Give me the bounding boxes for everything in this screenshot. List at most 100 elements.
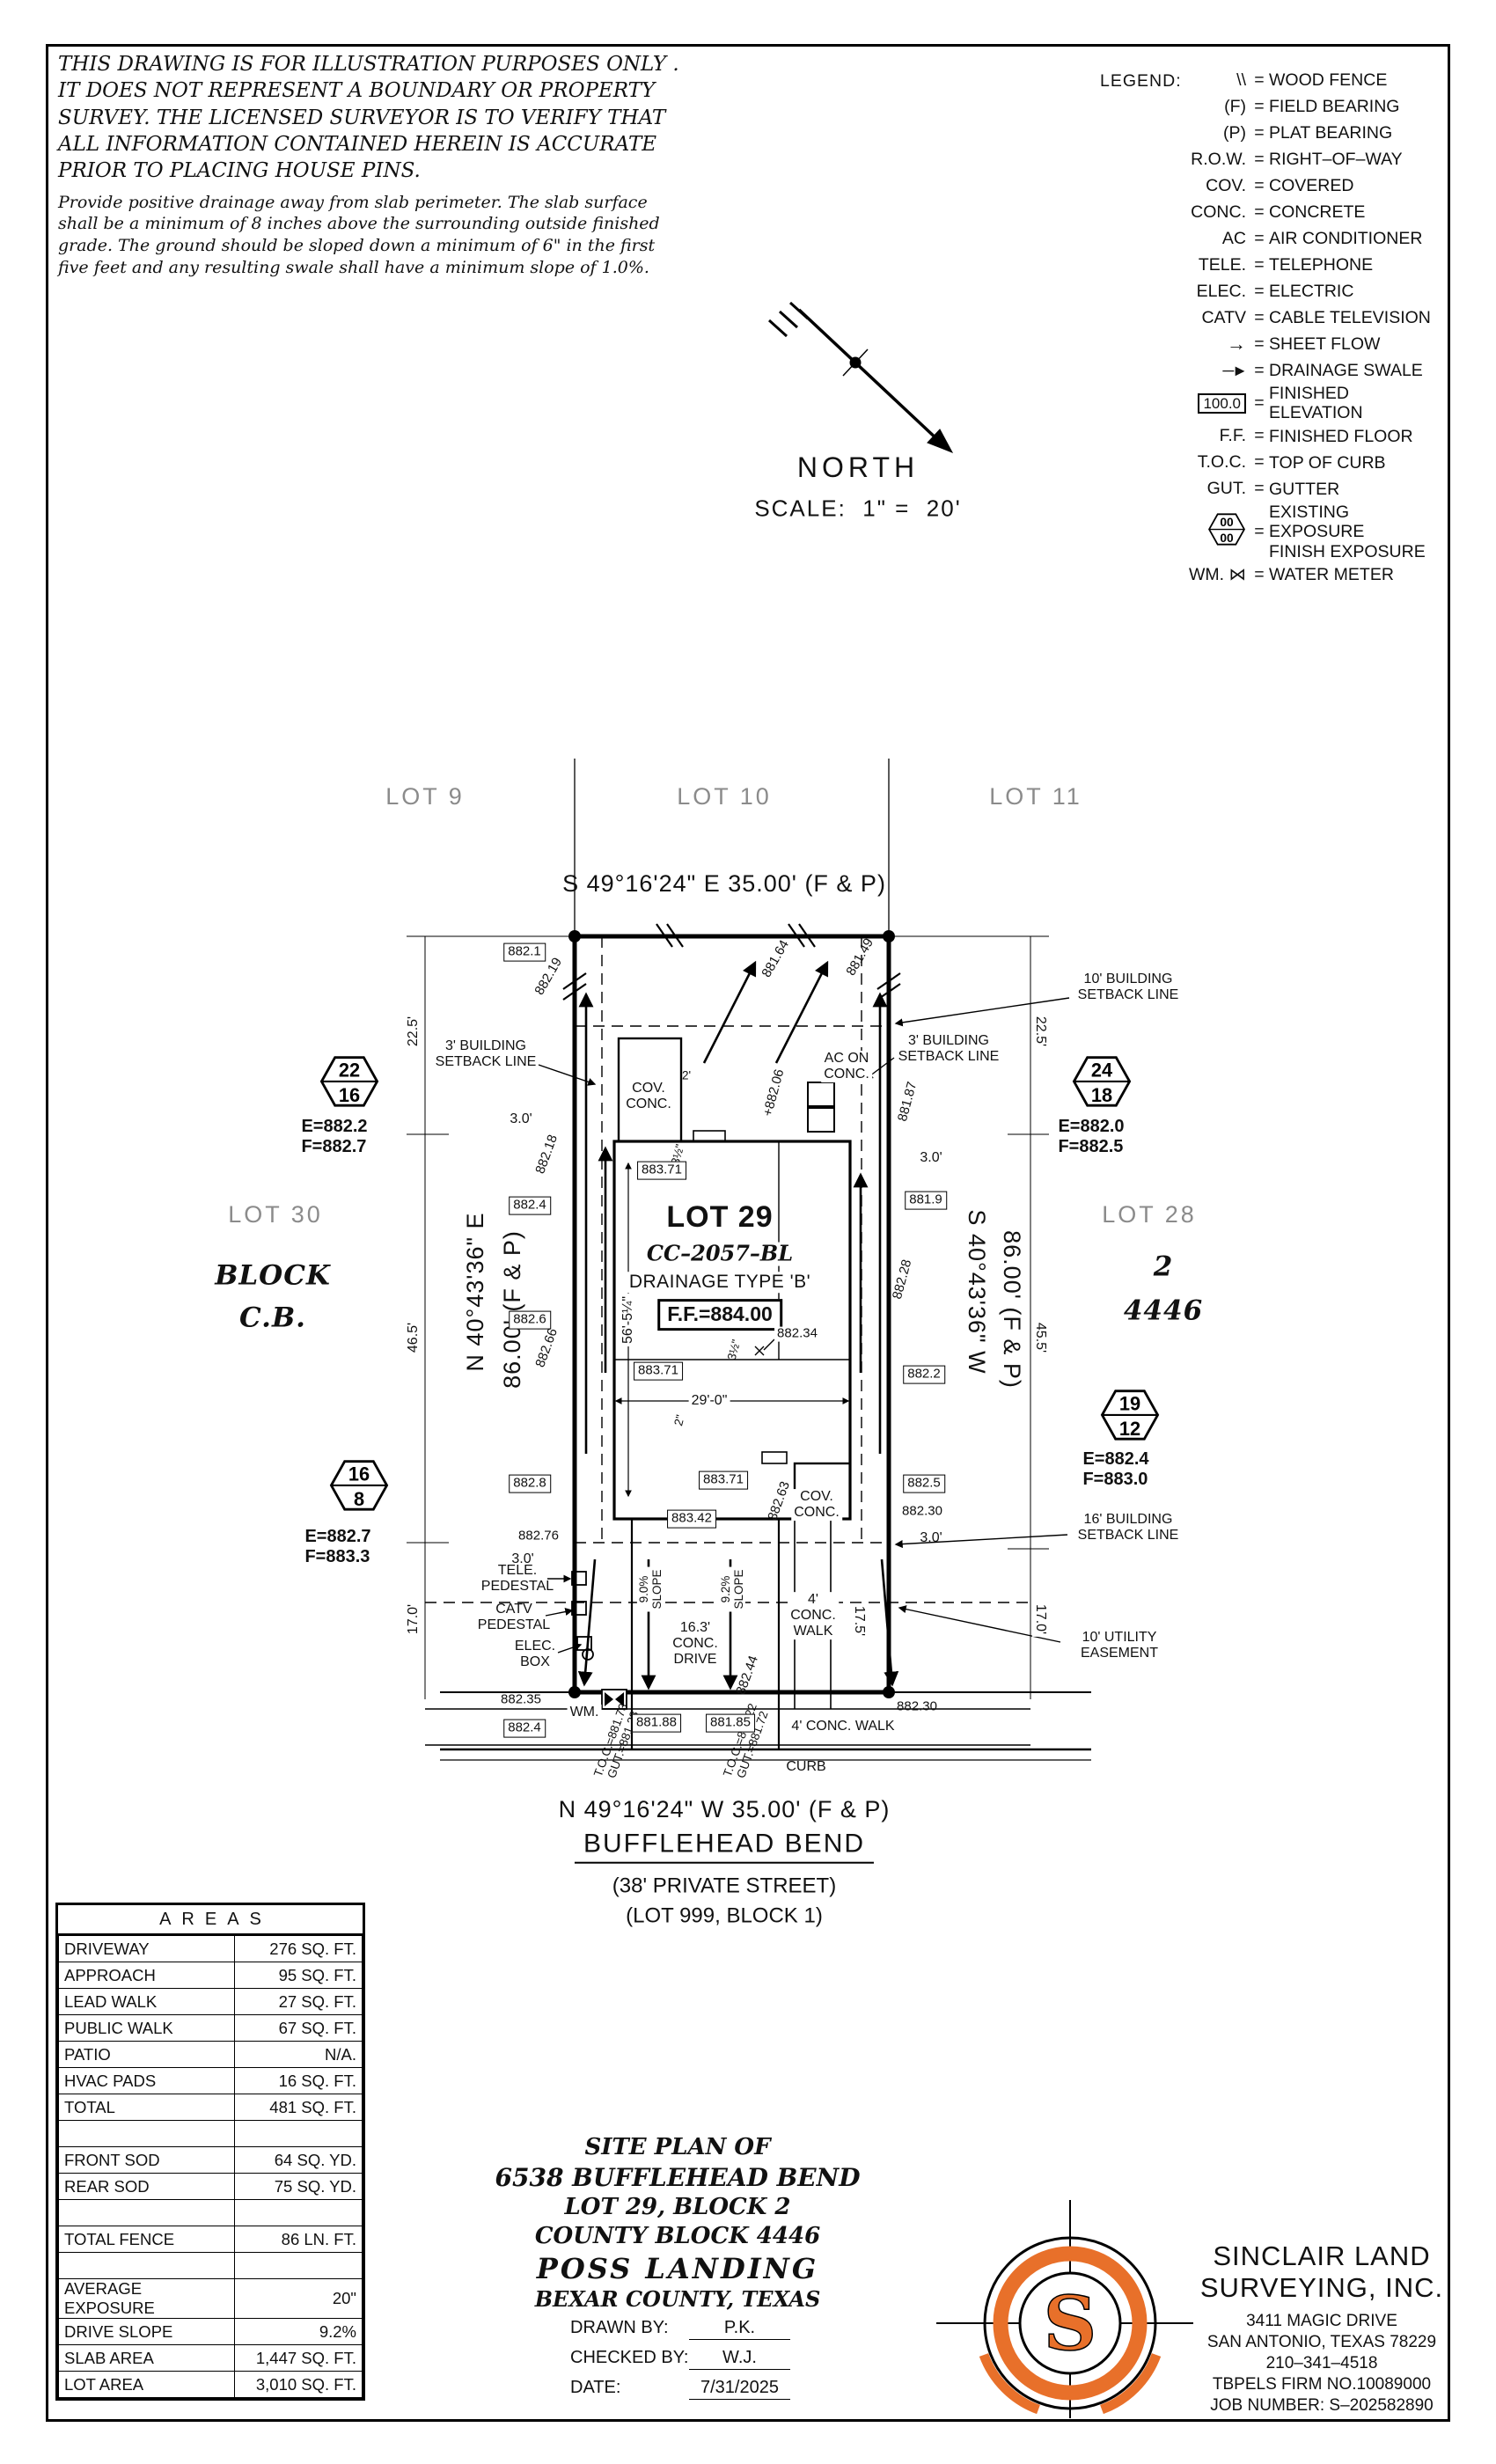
areas-row-label: TOTAL FENCE <box>57 2226 236 2253</box>
plan-label: 10' UTILITY EASEMENT <box>1080 1630 1159 1661</box>
svg-text:22: 22 <box>339 1059 360 1081</box>
areas-row-label: DRIVEWAY <box>57 1935 236 1962</box>
meta-row: DRAWN BY:P.K. <box>570 2318 790 2340</box>
legend-title: LEGEND: <box>1100 71 1182 91</box>
plan-label: 882.28 <box>889 1258 915 1302</box>
areas-row-value: 1,447 SQ. FT. <box>234 2344 363 2372</box>
legend-equals: = <box>1254 564 1265 584</box>
legend-label: AIR CONDITIONER <box>1269 228 1423 248</box>
svg-text:00: 00 <box>1220 532 1234 545</box>
areas-row-label <box>57 2252 236 2279</box>
legend-symbol: (P) <box>1223 122 1246 143</box>
legend-equals: = <box>1254 149 1265 169</box>
plan-label: 9.0% SLOPE <box>636 1566 664 1612</box>
plan-label: 9.2% SLOPE <box>718 1566 746 1612</box>
legend-label: FINISHED FLOOR <box>1269 426 1413 446</box>
disclaimer-primary: THIS DRAWING IS FOR ILLUSTRATION PURPOSE… <box>58 53 679 183</box>
plan-label: 22.5' <box>1032 1013 1048 1050</box>
legend-symbol: GUT. <box>1206 479 1246 499</box>
svg-text:00: 00 <box>1220 516 1234 529</box>
plan-label: 2 <box>1153 1250 1174 1283</box>
plan-label: 882.4 <box>503 1719 546 1738</box>
title-block-line: SITE PLAN OF <box>584 2134 771 2160</box>
company-contact-line: 3411 MAGIC DRIVE <box>1246 2312 1397 2330</box>
legend-equals: = <box>1254 426 1265 446</box>
areas-row-value: 3,010 SQ. FT. <box>234 2371 363 2398</box>
legend-row: R.O.W.=RIGHT–OF–WAY <box>1162 146 1445 172</box>
title-block-line: POSS LANDING <box>536 2252 819 2285</box>
legend-row: TELE.=TELEPHONE <box>1162 252 1445 278</box>
legend-row: CATV=CABLE TELEVISION <box>1162 304 1445 331</box>
plan-label: 2' <box>681 1068 692 1082</box>
legend-symbol: 100.0 <box>1162 392 1250 414</box>
plan-label: 3.0' <box>920 1150 942 1166</box>
legend-equals: = <box>1254 281 1265 301</box>
plan-label: 882.35 <box>501 1691 541 1707</box>
plan-label: 3.0' <box>511 1551 534 1567</box>
legend-equals: = <box>1254 228 1265 248</box>
plan-label: (38' PRIVATE STREET) <box>612 1874 837 1898</box>
title-block-line: COUNTY BLOCK 4446 <box>534 2223 821 2249</box>
plan-label: 17.5' <box>851 1602 867 1639</box>
plan-label: 882.30 <box>899 1504 945 1520</box>
company-contact-line: 210–341–4518 <box>1265 2354 1378 2372</box>
water-meter-icon: WM. ⋈ <box>1189 565 1246 585</box>
legend-row: COV.=COVERED <box>1162 172 1445 199</box>
plan-label: ELEC. BOX <box>514 1639 556 1669</box>
legend-equals: = <box>1254 479 1265 499</box>
plan-label: CC–2057–BL <box>643 1242 796 1266</box>
plan-label: 3' BUILDING SETBACK LINE <box>898 1033 1000 1064</box>
meta-label: DATE: <box>570 2378 621 2397</box>
drawing-meta: DRAWN BY:P.K.CHECKED BY:W.J.DATE:7/31/20… <box>570 2318 790 2408</box>
legend-row: AC=AIR CONDITIONER <box>1162 225 1445 252</box>
meta-label: CHECKED BY: <box>570 2348 689 2367</box>
legend-label: EXISTING EXPOSURE FINISH EXPOSURE <box>1269 502 1426 561</box>
legend-equals: = <box>1254 307 1265 327</box>
plan-label: 17.0' <box>1032 1601 1048 1638</box>
company-logo-icon: S <box>936 2200 1193 2418</box>
plan-label: E=882.4 F=883.0 <box>1082 1449 1149 1489</box>
legend-symbol: F.F. <box>1219 426 1246 446</box>
plan-label: 882.19 <box>532 955 566 998</box>
legend-label: ELECTRIC <box>1269 281 1354 301</box>
legend: LEGEND: \\=WOOD FENCE(F)=FIELD BEARING(P… <box>1100 67 1445 588</box>
plan-label: 883.71 <box>699 1470 748 1490</box>
areas-row <box>57 2199 363 2226</box>
plan-label: 882.66 <box>532 1326 561 1370</box>
areas-row-label: LEAD WALK <box>57 1988 236 2015</box>
areas-row-label: HVAC PADS <box>57 2067 236 2094</box>
areas-row <box>57 2252 363 2279</box>
legend-equals: = <box>1254 392 1265 413</box>
plan-label: 22.5' <box>406 1013 422 1050</box>
svg-text:12: 12 <box>1119 1418 1140 1440</box>
areas-row-value <box>234 2120 363 2147</box>
page-border <box>46 44 1450 2422</box>
legend-equals: = <box>1254 202 1265 222</box>
plan-label: 882.1 <box>503 942 546 962</box>
areas-row-label: PUBLIC WALK <box>57 2014 236 2042</box>
plan-label: (LOT 999, BLOCK 1) <box>626 1903 823 1928</box>
legend-label: COVERED <box>1269 175 1354 195</box>
legend-label: FINISHED ELEVATION <box>1269 384 1363 423</box>
plan-label: C.B. <box>239 1302 306 1334</box>
north-arrow-icon <box>767 301 954 453</box>
legend-symbol: \\ <box>1236 70 1246 90</box>
plan-label: 16' BUILDING SETBACK LINE <box>1077 1512 1179 1543</box>
plan-label: 882.5 <box>903 1474 945 1493</box>
svg-text:19: 19 <box>1119 1392 1140 1414</box>
plan-label: 881.87 <box>894 1080 920 1124</box>
plan-label: 17.0' <box>406 1601 422 1638</box>
legend-equals: = <box>1254 175 1265 195</box>
plan-label: 3' BUILDING SETBACK LINE <box>435 1038 537 1069</box>
areas-row-value: 481 SQ. FT. <box>234 2094 363 2121</box>
legend-equals: = <box>1254 360 1265 380</box>
